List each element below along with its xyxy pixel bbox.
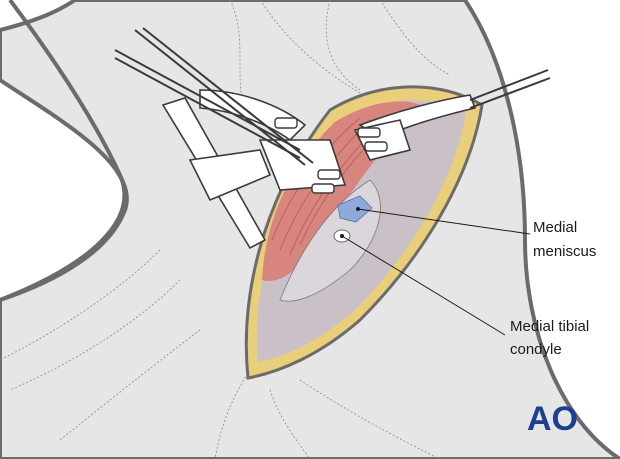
medial-tibial-condyle-label-line1: Medial tibial	[510, 318, 589, 335]
medial-meniscus-label-line2: meniscus	[533, 243, 596, 260]
medial-meniscus-shape	[337, 195, 373, 223]
medial-tibial-condyle-label-line2: condyle	[510, 341, 562, 358]
medial-tibial-condyle-leader	[341, 235, 506, 336]
medial-meniscus-dot	[356, 207, 360, 211]
ao-logo: AO	[527, 400, 578, 438]
retractor-slots	[274, 117, 388, 194]
retractor-handles	[114, 27, 551, 166]
medial-meniscus-label-line1: Medial	[533, 219, 577, 236]
medial-meniscus-leader	[357, 208, 531, 235]
medial-tibial-condyle-dot	[340, 234, 344, 238]
leg-left-edge	[0, 0, 127, 302]
skin-contours	[0, 0, 451, 459]
